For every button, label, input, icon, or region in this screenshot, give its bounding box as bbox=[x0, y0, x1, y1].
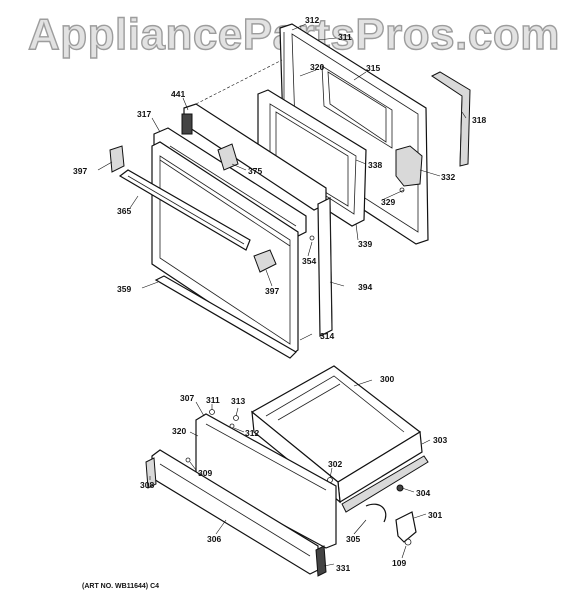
callout-365: 365 bbox=[117, 206, 131, 216]
callout-306: 306 bbox=[207, 534, 221, 544]
bracket-301 bbox=[395, 511, 417, 543]
callout-109: 109 bbox=[392, 558, 406, 568]
callout-304: 304 bbox=[416, 488, 430, 498]
callout-359: 359 bbox=[117, 284, 131, 294]
drawer-rail bbox=[341, 455, 429, 513]
callout-375: 375 bbox=[248, 166, 262, 176]
callout-332: 332 bbox=[441, 172, 455, 182]
callout-312-drawer: 312 bbox=[245, 428, 259, 438]
leader-lines bbox=[97, 23, 467, 567]
callout-313: 313 bbox=[231, 396, 245, 406]
callout-320: 320 bbox=[310, 62, 324, 72]
callout-318: 318 bbox=[472, 115, 486, 125]
art-number-caption: (ART NO. WB11644) C4 bbox=[82, 583, 160, 590]
spring-305 bbox=[365, 503, 387, 523]
assembly-guide bbox=[195, 59, 283, 105]
screw-109 bbox=[404, 538, 412, 546]
drawer-trim bbox=[145, 457, 157, 489]
screw-311 bbox=[209, 409, 215, 415]
callout-302: 302 bbox=[328, 459, 342, 469]
callout-397-right: 397 bbox=[265, 286, 279, 296]
callout-320-drawer: 320 bbox=[172, 426, 186, 436]
callout-338: 338 bbox=[368, 160, 382, 170]
screw-354 bbox=[309, 235, 315, 241]
door-trim-strip bbox=[431, 71, 471, 167]
callout-397-left: 397 bbox=[73, 166, 87, 176]
outer-door-panel bbox=[151, 141, 299, 357]
callout-309: 309 bbox=[198, 468, 212, 478]
callout-300: 300 bbox=[380, 374, 394, 384]
door-handle bbox=[118, 169, 251, 251]
callout-305: 305 bbox=[346, 534, 360, 544]
callout-331: 331 bbox=[336, 563, 350, 573]
callout-354: 354 bbox=[302, 256, 316, 266]
clip-331 bbox=[315, 545, 327, 577]
screw-313 bbox=[233, 415, 239, 421]
callout-307: 307 bbox=[180, 393, 194, 403]
door-bottom-trim bbox=[154, 275, 297, 359]
callout-311: 311 bbox=[338, 32, 352, 42]
callout-339: 339 bbox=[358, 239, 372, 249]
hinge-clip-375 bbox=[217, 143, 239, 171]
callout-312: 312 bbox=[305, 15, 319, 25]
callout-315: 315 bbox=[366, 63, 380, 73]
callout-317: 317 bbox=[137, 109, 151, 119]
screw-309 bbox=[185, 457, 191, 463]
callout-303: 303 bbox=[433, 435, 447, 445]
screw-312 bbox=[229, 423, 235, 429]
nut-304 bbox=[396, 484, 404, 492]
callout-301: 301 bbox=[428, 510, 442, 520]
callout-441: 441 bbox=[171, 89, 185, 99]
callout-308: 308 bbox=[140, 480, 154, 490]
callout-311-drawer: 311 bbox=[206, 395, 220, 405]
callout-314: 314 bbox=[320, 331, 334, 341]
callout-394: 394 bbox=[358, 282, 372, 292]
callout-329: 329 bbox=[381, 197, 395, 207]
door-side-post bbox=[317, 197, 333, 337]
handle-end-cap-right bbox=[253, 249, 277, 273]
hinge-bracket-332 bbox=[395, 145, 423, 187]
handle-end-cap-left bbox=[109, 145, 125, 173]
